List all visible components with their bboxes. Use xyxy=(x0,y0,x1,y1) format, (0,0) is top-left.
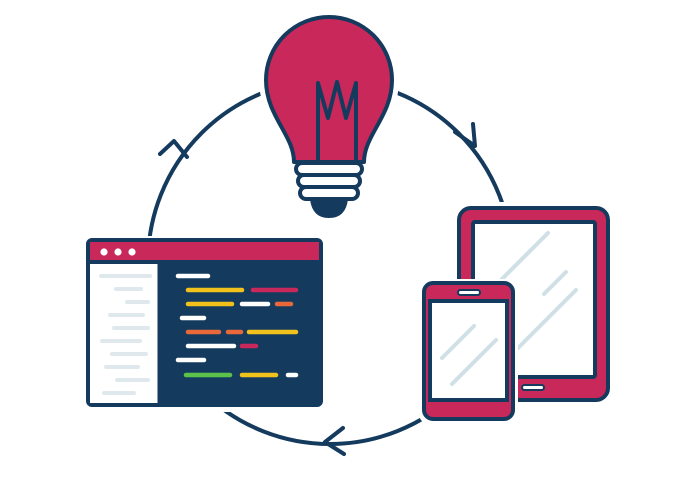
phone-glare xyxy=(440,324,498,386)
code-lines xyxy=(175,273,299,378)
tablet-home-button xyxy=(521,384,545,391)
sidebar-file-lines xyxy=(99,274,152,395)
lightbulb-base-tip xyxy=(310,197,348,218)
code-editor-window-icon xyxy=(82,236,326,412)
phone-icon xyxy=(419,279,518,424)
tablet-glare xyxy=(496,231,578,354)
lightbulb-filament xyxy=(316,80,358,163)
window-dot-icon xyxy=(128,248,136,256)
window-dot-icon xyxy=(114,248,122,256)
phone-speaker xyxy=(457,289,481,296)
window-dot-icon xyxy=(100,248,108,256)
arrow-idea-to-devices-icon xyxy=(453,122,477,148)
lightbulb-icon xyxy=(258,10,400,218)
lightbulb-glass xyxy=(264,15,394,164)
arrow-code-to-idea-icon xyxy=(158,139,189,159)
phone-screen xyxy=(428,299,509,402)
code-window-titlebar xyxy=(90,242,319,262)
arrow-devices-to-code-icon xyxy=(323,426,346,456)
code-window-sidebar xyxy=(90,264,158,403)
